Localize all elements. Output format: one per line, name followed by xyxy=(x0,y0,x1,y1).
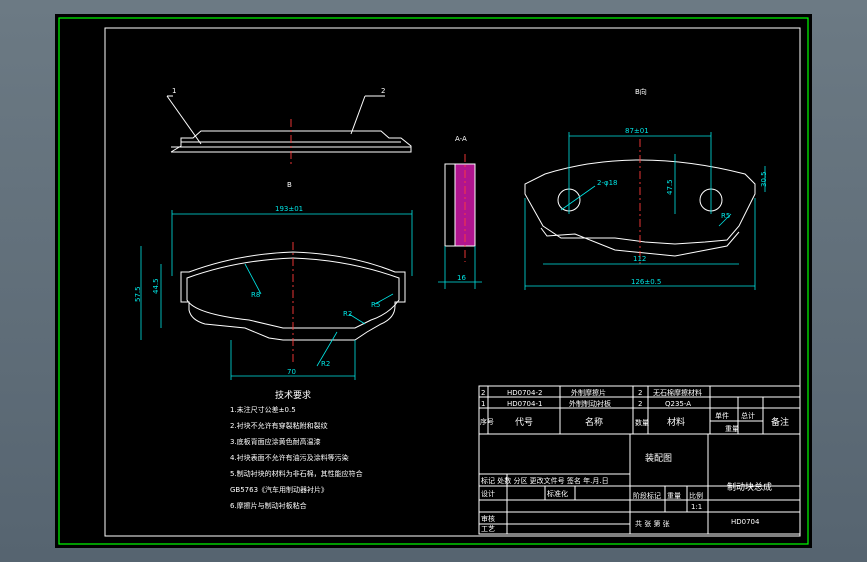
outer-border xyxy=(58,17,809,545)
svg-text:备注: 备注 xyxy=(771,416,789,428)
view-b-dir-label: B向 xyxy=(635,87,647,96)
tech-item: GB5763《汽车用制动器衬片》 xyxy=(230,485,328,494)
svg-text:比例: 比例 xyxy=(689,491,703,500)
svg-text:外制制动衬板: 外制制动衬板 xyxy=(569,399,611,408)
section-a-a: A-A 16 xyxy=(438,135,482,289)
title-block: 标记 处数 分区 更改文件号 签名 年.月.日 设计 标准化 阶段标记 重量 比… xyxy=(478,433,801,535)
svg-text:标准化: 标准化 xyxy=(547,489,568,498)
svg-text:单件: 单件 xyxy=(715,411,729,420)
svg-text:代号: 代号 xyxy=(515,417,533,428)
svg-text:HD0704-1: HD0704-1 xyxy=(507,400,542,408)
drawing-canvas: 1 2 B 193±01 57.5 44.5 70 R8 R5 R2 R2 A-… xyxy=(58,17,809,545)
dim-view-r: R5 xyxy=(721,212,730,220)
svg-text:HD0704-2: HD0704-2 xyxy=(507,389,542,397)
top-view: 1 2 B xyxy=(166,87,412,189)
svg-text:材料: 材料 xyxy=(667,416,685,428)
dim-view-h2: 30.5 xyxy=(760,171,768,187)
svg-text:2: 2 xyxy=(481,389,485,397)
dim-r-large: R8 xyxy=(251,291,260,299)
view-b: B向 87±01 2-φ18 47.5 30.5 R5 112 126±0.5 xyxy=(524,87,768,290)
tech-item: 6.摩擦片与制动衬板粘合 xyxy=(230,501,307,510)
front-view: 193±01 57.5 44.5 70 R8 R5 R2 R2 xyxy=(134,205,413,380)
balloon-leader-1 xyxy=(166,95,202,145)
svg-text:阶段标记: 阶段标记 xyxy=(633,491,661,500)
dim-view-top: 87±01 xyxy=(625,127,649,135)
drawing-name: 装配图 xyxy=(645,452,672,464)
dim-view-h1: 47.5 xyxy=(666,179,674,195)
tech-requirements: 技术要求 1.未注尺寸公差±0.5 2.衬块不允许有穿裂粘附和裂纹 3.底板背面… xyxy=(230,389,363,510)
dim-view-overall: 126±0.5 xyxy=(631,278,661,286)
tech-item: 5.制动衬块的材料为非石棉，其性能应符合 xyxy=(230,469,363,478)
svg-text:数量: 数量 xyxy=(635,418,649,427)
svg-text:重量: 重量 xyxy=(725,425,739,433)
svg-text:设计: 设计 xyxy=(481,489,495,498)
tech-item: 3.底板背面应涂黄色耐高温漆 xyxy=(230,437,321,446)
section-label: A-A xyxy=(455,135,467,143)
dim-r-mid: R5 xyxy=(371,301,380,309)
inner-border xyxy=(104,27,801,537)
svg-text:1: 1 xyxy=(481,400,485,408)
dim-section-width: 16 xyxy=(457,274,466,282)
tech-item: 1.未注尺寸公差±0.5 xyxy=(230,405,296,414)
product-name: 制动块总成 xyxy=(727,481,772,493)
svg-text:总计: 总计 xyxy=(741,411,755,420)
svg-text:工艺: 工艺 xyxy=(481,525,495,533)
dim-r-bottom: R2 xyxy=(321,360,330,368)
tech-item: 4.衬块表面不允许有油污及涂料等污染 xyxy=(230,453,349,462)
drawing-number: HD0704 xyxy=(731,518,760,526)
svg-text:Q235-A: Q235-A xyxy=(665,400,691,408)
dim-hole: 2-φ18 xyxy=(597,179,618,187)
scale-value: 1:1 xyxy=(691,503,702,511)
svg-text:共 张 第 张: 共 张 第 张 xyxy=(635,519,670,528)
view-b-label: B xyxy=(287,181,292,189)
tech-item: 2.衬块不允许有穿裂粘附和裂纹 xyxy=(230,421,328,430)
dim-view-bottom: 112 xyxy=(633,255,646,263)
drawing-sheet[interactable]: 1 2 B 193±01 57.5 44.5 70 R8 R5 R2 R2 A-… xyxy=(55,14,812,548)
dim-front-width: 193±01 xyxy=(275,205,303,213)
change-row-label: 标记 处数 分区 更改文件号 签名 年.月.日 xyxy=(481,476,609,485)
svg-text:名称: 名称 xyxy=(585,416,603,428)
svg-text:2: 2 xyxy=(638,400,642,408)
svg-text:外制摩擦片: 外制摩擦片 xyxy=(571,388,606,397)
svg-text:审核: 审核 xyxy=(481,514,495,523)
dim-front-height-inner: 44.5 xyxy=(152,278,160,294)
dim-front-height-outer: 57.5 xyxy=(134,286,142,302)
bom-table: 2 HD0704-2 外制摩擦片 2 无石棉摩擦材料 1 HD0704-1 外制… xyxy=(478,385,801,435)
balloon-2: 2 xyxy=(381,87,385,95)
svg-text:无石棉摩擦材料: 无石棉摩擦材料 xyxy=(653,388,702,397)
svg-text:序号: 序号 xyxy=(480,417,494,426)
dim-r-small: R2 xyxy=(343,310,352,318)
svg-text:重量: 重量 xyxy=(667,492,681,500)
tech-title: 技术要求 xyxy=(275,389,311,401)
dim-front-bottom: 70 xyxy=(287,368,296,376)
svg-text:2: 2 xyxy=(638,389,642,397)
balloon-leader-2 xyxy=(350,95,366,135)
balloon-1: 1 xyxy=(172,87,176,95)
